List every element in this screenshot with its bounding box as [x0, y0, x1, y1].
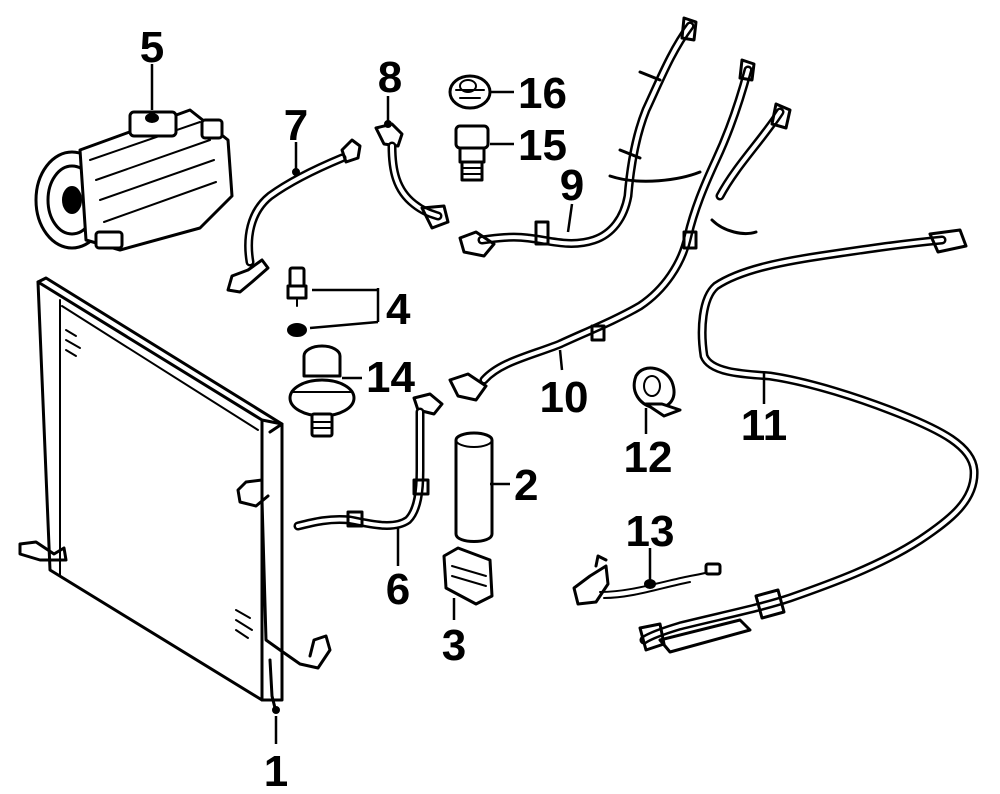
- bracket-3: [442, 546, 494, 606]
- callout-16: 16: [518, 69, 567, 118]
- cap-16: [448, 74, 492, 110]
- compressor: [34, 108, 234, 252]
- pressure-switch-14: [288, 344, 356, 438]
- sensor-4: [286, 266, 308, 337]
- callout-6: 6: [386, 565, 410, 614]
- callout-14: 14: [366, 353, 415, 402]
- callout-10: 10: [540, 373, 589, 422]
- callout-7: 7: [284, 101, 308, 150]
- hose-9: [458, 16, 702, 258]
- callout-5: 5: [140, 23, 164, 72]
- sensor-13: [572, 554, 722, 606]
- bracket-12: [632, 366, 682, 418]
- callout-3: 3: [442, 621, 466, 670]
- callout-13: 13: [626, 507, 675, 556]
- hose-6: [293, 392, 444, 531]
- callout-labels: 1 2 3 4 5 6 7 8 9 10 11 12 13 14 15 16: [140, 23, 788, 794]
- callout-11: 11: [741, 401, 788, 450]
- callout-15: 15: [518, 121, 567, 170]
- callout-8: 8: [378, 53, 402, 102]
- callout-4: 4: [386, 285, 411, 334]
- callout-2: 2: [514, 461, 538, 510]
- callout-12: 12: [624, 433, 673, 482]
- hose-10: [448, 58, 792, 402]
- condenser: [18, 276, 332, 714]
- line-11: [638, 228, 979, 654]
- callout-9: 9: [560, 161, 584, 210]
- leader-lines: [150, 64, 766, 744]
- callout-1: 1: [264, 747, 288, 794]
- receiver-drier: [454, 431, 494, 543]
- hose-8: [374, 120, 450, 230]
- switch-15: [454, 124, 490, 182]
